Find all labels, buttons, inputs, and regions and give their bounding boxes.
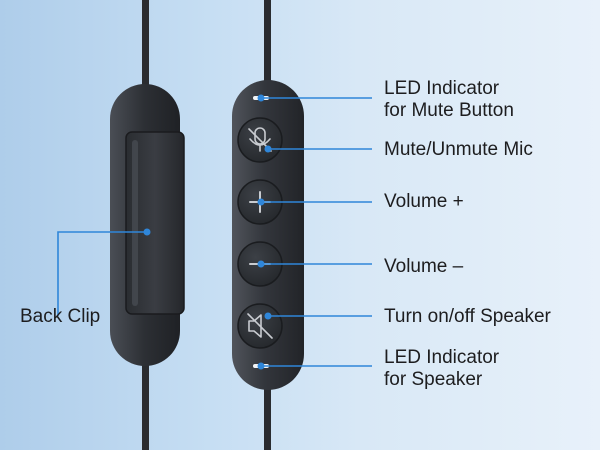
label-led-mute-line2: for Mute Button	[384, 100, 514, 121]
label-led-speaker-line1: LED Indicator	[384, 347, 500, 368]
label-led-speaker: LED Indicator for Speaker	[384, 347, 499, 391]
label-volume-down: Volume –	[384, 256, 464, 277]
label-led-mute: LED Indicator for Mute Button	[384, 78, 514, 122]
speaker-muted-icon	[247, 313, 273, 339]
right-cable-bottom	[264, 384, 271, 450]
label-speaker-toggle: Turn on/off Speaker	[384, 306, 551, 327]
label-mute-mic: Mute/Unmute Mic	[384, 139, 533, 160]
callouts	[57, 94, 372, 370]
callout-back-clip	[57, 231, 147, 316]
left-cable-top	[142, 0, 149, 90]
label-led-mute-line1: LED Indicator	[384, 78, 500, 99]
back-clip	[125, 131, 185, 315]
label-led-speaker-line2: for Speaker	[384, 369, 483, 390]
label-back-clip: Back Clip	[20, 306, 101, 327]
label-volume-up: Volume +	[384, 191, 464, 212]
microphone-muted-icon	[248, 127, 272, 152]
left-cable-bottom	[142, 360, 149, 450]
right-cable-top	[264, 0, 271, 86]
